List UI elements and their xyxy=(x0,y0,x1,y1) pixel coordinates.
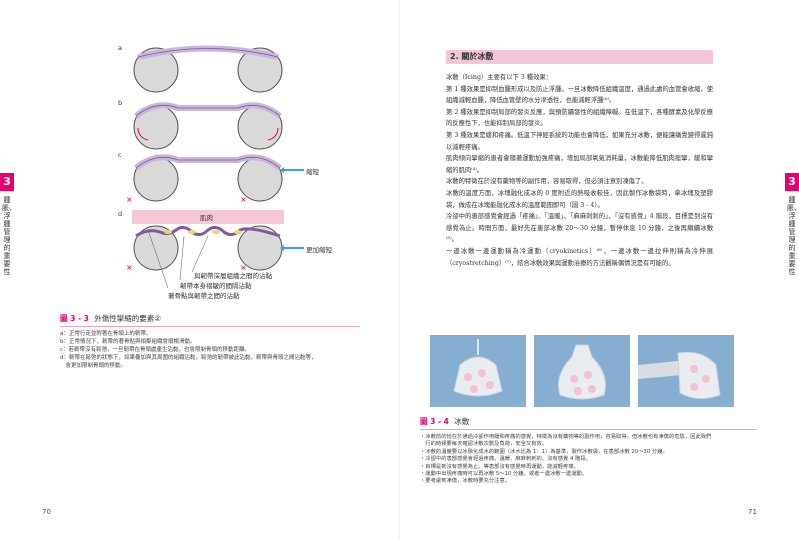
pointer-label-deep-tissue: 與韌帶深層組織之間的沾黏 xyxy=(194,272,272,280)
ice-bag-photo-1 xyxy=(430,335,526,407)
muscle-label: 肌肉 xyxy=(200,214,213,222)
photo-caption: 圖 3 - 4 冰敷 ・冰敷前的恰在於通過冷卻作用緩和疼痛的感覺，特徵為沒有藥物… xyxy=(420,416,757,486)
photo-caption-mark: 圖 3 - 4 xyxy=(420,417,449,426)
diagram-row-b xyxy=(133,102,283,150)
arrow-label-shorten: 縮短 xyxy=(306,168,319,176)
paragraph: 冰敷的特徵在於沒有藥物等的副作用，容易取得，但必須注意別凍傷了。 xyxy=(446,178,648,186)
svg-text:×: × xyxy=(240,195,247,204)
pointer-label-fold-gap: 韌帶本身褶皺的間隔沾黏 xyxy=(180,282,252,290)
body-text: 冰敷（Icing）主要有以下 3 種效果： 第 1 種效果是抑制血腫形成以及防止… xyxy=(446,72,713,269)
diagram-row-c: × × xyxy=(126,154,304,204)
paragraph: 第 2 種效果是抑制局部的發炎反應，與預防續發性的組織障礙。在低溫下，各種酵素及… xyxy=(446,108,713,128)
row-label-b: b xyxy=(118,99,123,107)
paragraph: 冷卻中的患部感覺會經過「疼痛」、「溫暖」、「麻麻刺刺的」、「沒有感覺」4 階段，… xyxy=(446,213,713,244)
photo-caption-title: 冰敷 xyxy=(454,417,470,426)
page-gutter xyxy=(399,0,400,540)
page-number-right: 71 xyxy=(748,508,757,516)
row-label-d: d xyxy=(118,210,123,218)
arrow-label-more-shorten: 更加縮短 xyxy=(306,246,332,254)
photo-caption-line: ・冷卻中的患部感覺會經過疼痛、溫暖、麻麻刺刺的、沒有感覺 4 階段。 xyxy=(420,456,591,463)
photo-caption-line: ・要考慮到凍傷，冰敷時要充分注意。 xyxy=(420,478,511,485)
chapter-side-title: 腫脹、浮腫管理的重要性 xyxy=(2,196,16,276)
row-label-c: c xyxy=(118,151,122,159)
paragraph: 第 1 種效果是抑制血腫形成以及防止浮腫。一旦冰敷降低組織溫度，通過此處的血管會… xyxy=(446,85,713,105)
caption-line: d：韌帶在鬆弛的狀態下，如果疊加與其周圍的組織沾黏，鬆弛的韌帶被此沾黏，韌帶與骨… xyxy=(60,355,317,361)
section-heading: 2. 關於冰敷 xyxy=(446,50,713,64)
caption-mark: 圖 3 - 3 xyxy=(60,314,89,323)
paragraph: 第 3 種效果是緩和疼痛。低溫下神經系統的功能也會降低，如果充分冰敷，便能讓痛覺… xyxy=(446,131,713,151)
photo-caption-line: ・運動中出現疼痛時可以再冰敷 5～10 分鐘，或者一邊冰敷一邊運動。 xyxy=(420,471,588,478)
ligament-adhesion-diagram: × × × × xyxy=(126,45,304,289)
photo-caption-line: 行的時候要每天確認冰敷次數及負荷，安全又有效。 xyxy=(420,441,548,448)
photo-caption-heading: 圖 3 - 4 冰敷 xyxy=(420,416,757,430)
chapter-side-title-right: 腫脹、浮腫管理的重要性 xyxy=(787,196,799,276)
diagram-row-d: × × xyxy=(126,210,304,289)
left-page: 3 腫脹、浮腫管理的重要性 × × xyxy=(0,0,399,540)
svg-text:×: × xyxy=(126,263,133,272)
caption-line: b：正常情況下，韌帶的著骨點與相鄰組織會順暢滑動。 xyxy=(60,339,196,345)
page-number-left: 70 xyxy=(42,508,51,516)
figure-caption: 圖 3 - 3 外傷性攣縮的要素② a：正常行走並附著在骨頭上的韌帶。 b：正常… xyxy=(60,313,360,370)
caption-title: 外傷性攣縮的要素② xyxy=(94,314,162,323)
chapter-tab-right: 3 xyxy=(785,173,799,191)
photo-caption-line: ・目標是到沒有感覺為止。等患部沒有感覺時再運動，能減輕疼痛。 xyxy=(420,463,579,470)
paragraph: 冰敷（Icing）主要有以下 3 種效果： xyxy=(446,74,552,81)
svg-text:×: × xyxy=(240,263,247,272)
caption-line: 會更加限制骨頭的移動。 xyxy=(60,363,127,369)
pointer-label-insertion: 著骨點與韌帶之間的沾黏 xyxy=(168,292,240,300)
diagram-row-a xyxy=(133,45,283,93)
paragraph: 一邊冰敷一邊運動稱為冷運動（cryokinetics）⁽⁶⁾，一邊冰敷一邊拉伸則… xyxy=(446,247,713,267)
paragraph: 冰敷的溫度方面，冰塊融化成冰的 0 度附近的熱吸收較佳，因此製作冰敷袋時，拿冰塊… xyxy=(446,189,713,209)
row-label-a: a xyxy=(118,44,122,52)
paragraph: 肌肉傾向攣縮的患者會隨著運動加強疼痛，增加局部氧氣消耗量，冰敷能降低肌肉痙攣，緩… xyxy=(446,155,713,174)
caption-line: c：若韌帶沒有鬆弛，一旦韌帶在骨頭處產生沾黏，也會限制骨頭的移動距離。 xyxy=(60,347,251,353)
svg-text:×: × xyxy=(126,195,133,204)
caption-heading: 圖 3 - 3 外傷性攣縮的要素② xyxy=(60,313,360,327)
caption-line: a：正常行走並附著在骨頭上的韌帶。 xyxy=(60,331,152,337)
chapter-tab: 3 xyxy=(0,173,14,191)
ice-bag-photo-3 xyxy=(638,335,734,407)
photo-caption-line: ・冰敷前的恰在於通過冷卻作用緩和疼痛的感覺，特徵為沒有藥物等的副作用，容易取得，… xyxy=(420,434,712,440)
ice-bag-photo-2 xyxy=(534,335,630,407)
photo-caption-line: ・冰敷的溫度要以冰融化成水的範圍（冰水比為 1：1）為基準，製作冰敷袋，在患部冰… xyxy=(420,448,668,455)
